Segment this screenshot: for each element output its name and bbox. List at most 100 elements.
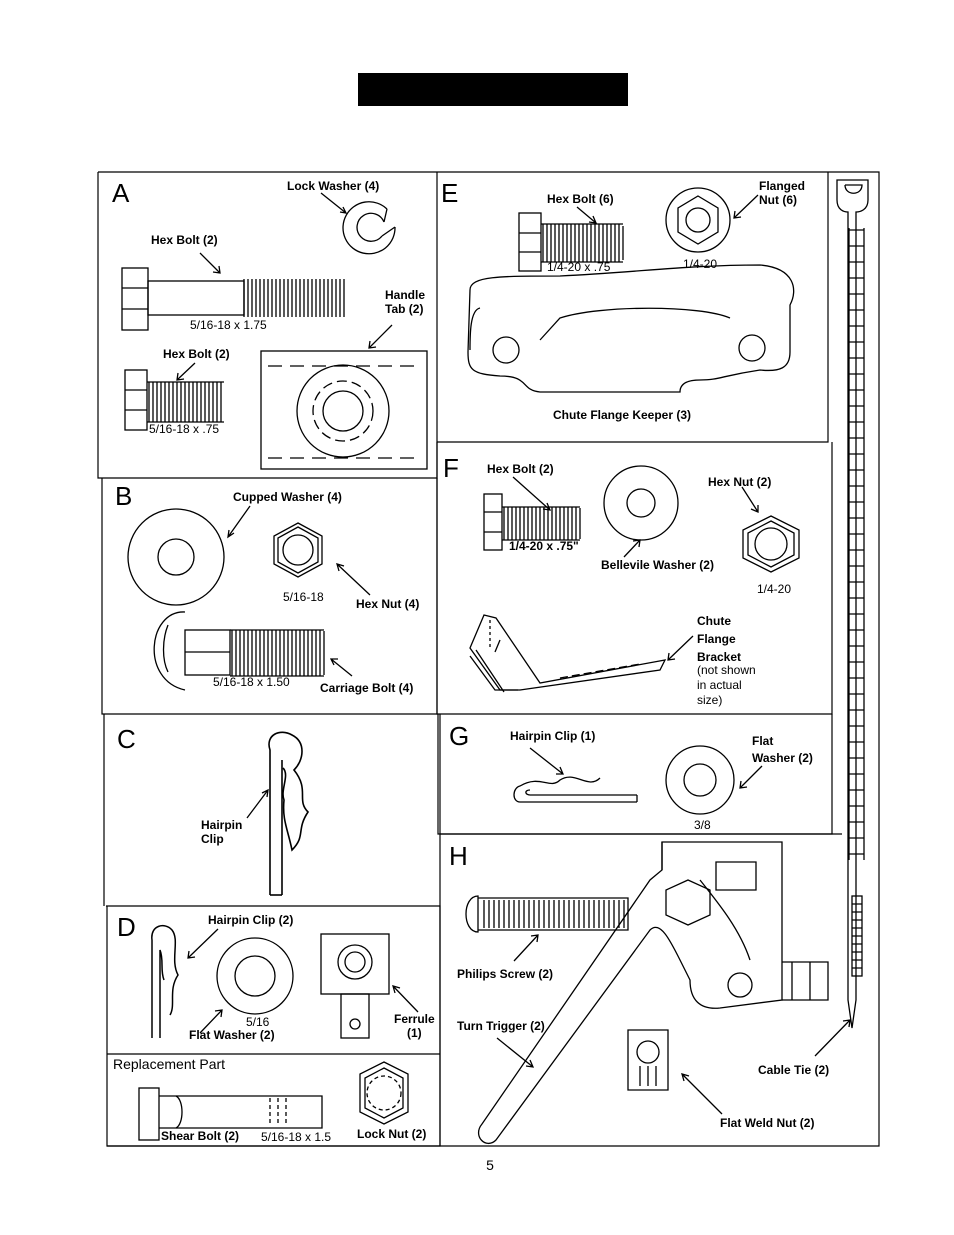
bolt-size-label: 5/16-18 x .75 bbox=[149, 422, 220, 436]
carriage-bolt-label: Carriage Bolt (4) bbox=[320, 681, 414, 695]
hex-nut-icon bbox=[742, 515, 800, 573]
shear-bolt-icon bbox=[138, 1087, 323, 1141]
shear-bolt-label: Shear Bolt (2) bbox=[161, 1129, 240, 1143]
hairpin-clip-icon bbox=[513, 776, 638, 803]
arrow bbox=[199, 1009, 223, 1034]
arrow bbox=[496, 1037, 535, 1068]
cupped-washer-label: Cupped Washer (4) bbox=[233, 490, 342, 504]
panel-letter-f: F bbox=[443, 453, 459, 483]
nut-size-label: 1/4-20 bbox=[683, 257, 718, 271]
page-number: 5 bbox=[486, 1157, 494, 1173]
arrow bbox=[733, 194, 759, 219]
chute-flange-bracket-icon bbox=[469, 614, 667, 693]
bolt-size-label: 1/4-20 x .75" bbox=[509, 539, 579, 553]
turn-trigger-label: Turn Trigger (2) bbox=[457, 1019, 545, 1033]
flat-washer-label: Flat Washer (2) bbox=[752, 734, 813, 765]
belleville-washer-icon bbox=[603, 465, 679, 541]
hex-nut-label: Hex Nut (4) bbox=[356, 597, 420, 611]
handle-tab-icon bbox=[260, 350, 428, 470]
bolt-size-label: 5/16-18 x 1.5 bbox=[261, 1130, 332, 1144]
arrow bbox=[187, 928, 219, 959]
flanged-nut-icon bbox=[665, 187, 731, 253]
lock-nut-icon bbox=[359, 1061, 409, 1125]
arrow bbox=[529, 747, 564, 775]
hex-bolt-icon bbox=[518, 212, 624, 272]
hex-bolt-label: Hex Bolt (2) bbox=[151, 233, 218, 247]
panel-letter-c: C bbox=[117, 724, 136, 754]
panel-letter-g: G bbox=[449, 721, 470, 751]
hex-bolt-icon bbox=[483, 493, 581, 551]
flat-washer-icon bbox=[216, 937, 294, 1015]
lock-nut-label: Lock Nut (2) bbox=[357, 1127, 427, 1141]
handle-tab-label: Handle Tab (2) bbox=[385, 288, 426, 316]
page-title-bar bbox=[358, 73, 628, 106]
arrow bbox=[741, 486, 759, 513]
hex-nut-icon bbox=[273, 522, 323, 578]
arrow bbox=[176, 362, 196, 381]
lock-washer-icon bbox=[342, 201, 396, 255]
belleville-washer-label: Bellevile Washer (2) bbox=[601, 558, 714, 572]
hairpin-clip-label: Hairpin Clip bbox=[201, 818, 243, 846]
philips-screw-icon bbox=[465, 895, 629, 933]
replacement-part-heading: Replacement Part bbox=[113, 1056, 226, 1072]
hex-bolt-icon bbox=[124, 369, 224, 431]
arrow bbox=[199, 252, 221, 274]
arrow bbox=[329, 658, 353, 677]
panel-letter-h: H bbox=[449, 841, 468, 871]
cable-tie-label: Cable Tie (2) bbox=[758, 1063, 830, 1077]
hairpin-clip-label: Hairpin Clip (2) bbox=[208, 913, 294, 927]
arrow bbox=[512, 476, 552, 511]
hex-bolt-label: Hex Bolt (2) bbox=[487, 462, 554, 476]
panel-letter-e: E bbox=[441, 178, 459, 208]
hairpin-clip-label: Hairpin Clip (1) bbox=[510, 729, 596, 743]
bolt-size-label: 5/16-18 x 1.50 bbox=[213, 675, 290, 689]
hex-bolt-label: Hex Bolt (2) bbox=[163, 347, 230, 361]
philips-screw-label: Philips Screw (2) bbox=[457, 967, 554, 981]
hex-bolt-icon bbox=[121, 267, 345, 331]
bracket-note-label: (not shown in actual size) bbox=[697, 663, 756, 707]
arrow bbox=[368, 324, 393, 349]
flanged-nut-label: Flanged Nut (6) bbox=[759, 179, 806, 207]
flat-washer-icon bbox=[665, 745, 735, 815]
cupped-washer-icon bbox=[127, 508, 225, 606]
chute-flange-keeper-icon bbox=[467, 264, 795, 393]
lock-washer-label: Lock Washer (4) bbox=[287, 179, 380, 193]
turn-trigger-icon bbox=[477, 841, 829, 1145]
arrow bbox=[739, 765, 763, 789]
arrow bbox=[336, 563, 371, 596]
arrow bbox=[392, 985, 419, 1013]
nut-size-label: 5/16-18 bbox=[283, 590, 324, 604]
ferrule-label: Ferrule (1) bbox=[394, 1012, 435, 1040]
flat-washer-label: Flat Washer (2) bbox=[189, 1028, 275, 1042]
washer-size-label: 5/16 bbox=[246, 1015, 270, 1029]
nut-size-label: 1/4-20 bbox=[757, 582, 792, 596]
ferrule-icon bbox=[320, 933, 390, 1039]
arrow bbox=[681, 1073, 723, 1115]
hex-nut-label: Hex Nut (2) bbox=[708, 475, 772, 489]
panel-frames bbox=[97, 171, 880, 1147]
hairpin-clip-icon bbox=[268, 731, 310, 896]
arrow bbox=[246, 788, 269, 819]
arrow bbox=[227, 505, 251, 539]
flat-weld-nut-label: Flat Weld Nut (2) bbox=[720, 1116, 815, 1130]
arrow bbox=[667, 635, 694, 661]
washer-size-label: 3/8 bbox=[694, 818, 711, 832]
cable-tie-icon bbox=[836, 179, 869, 1029]
chute-flange-keeper-label: Chute Flange Keeper (3) bbox=[553, 408, 692, 422]
arrow bbox=[576, 206, 598, 224]
bolt-size-label: 1/4-20 x .75 bbox=[547, 260, 611, 274]
hex-bolt-label: Hex Bolt (6) bbox=[547, 192, 614, 206]
hairpin-clip-icon bbox=[151, 924, 179, 1038]
chute-flange-bracket-label: Chute Flange Bracket bbox=[697, 614, 742, 664]
panel-letter-a: A bbox=[112, 178, 130, 208]
carriage-bolt-icon bbox=[153, 611, 325, 691]
flat-weld-nut-icon bbox=[627, 1029, 669, 1091]
arrow bbox=[513, 934, 539, 962]
bolt-size-label: 5/16-18 x 1.75 bbox=[190, 318, 267, 332]
panel-letter-b: B bbox=[115, 481, 133, 511]
arrow bbox=[623, 539, 641, 558]
arrow bbox=[320, 192, 348, 214]
panel-letter-d: D bbox=[117, 912, 136, 942]
arrow bbox=[814, 1019, 851, 1057]
